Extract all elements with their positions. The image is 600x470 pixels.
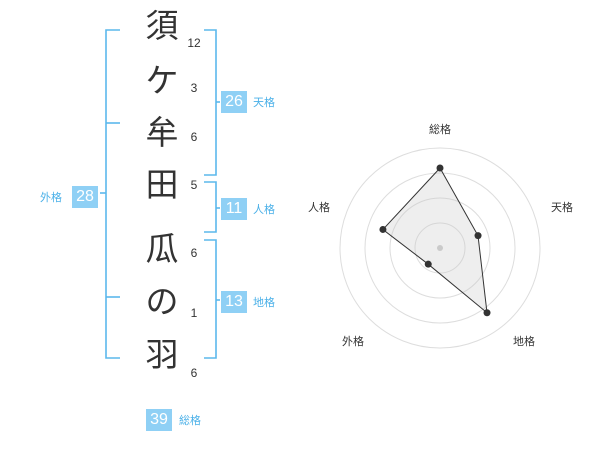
jinkaku-badge: 11	[221, 198, 247, 220]
name-char-1: 須	[145, 6, 179, 45]
radar-point-4	[424, 260, 432, 268]
radar-chart	[339, 147, 541, 349]
radar-axis-label-soukaku: 総格	[429, 124, 451, 136]
stroke-count-1: 12	[187, 36, 201, 50]
soukaku-badge: 39	[146, 409, 172, 431]
gaikaku-bracket	[100, 29, 120, 359]
radar-ring-2	[389, 197, 491, 299]
chikaku-bracket	[204, 239, 220, 359]
name-char-6: の	[145, 282, 179, 321]
jinkaku-label: 人格	[253, 204, 275, 216]
gaikaku-label: 外格	[40, 192, 62, 204]
tenkaku-badge: 26	[221, 91, 247, 113]
radar-point-5	[379, 225, 387, 233]
name-char-2: ケ	[145, 61, 179, 100]
radar-ring-1	[414, 222, 466, 274]
name-char-7: 羽	[145, 335, 179, 374]
stroke-count-3: 6	[190, 130, 198, 144]
stroke-count-5: 6	[190, 246, 198, 260]
name-char-5: 瓜	[145, 229, 179, 268]
chikaku-badge: 13	[221, 291, 247, 313]
radar-point-2	[474, 232, 482, 240]
stroke-count-4: 5	[190, 178, 198, 192]
radar-center	[437, 245, 443, 251]
gaikaku-badge: 28	[72, 186, 98, 208]
name-char-3: 牟	[145, 113, 179, 152]
tenkaku-bracket	[204, 29, 220, 176]
radar-point-3	[483, 309, 491, 317]
radar-ring-4	[339, 147, 541, 349]
soukaku-label: 総格	[179, 415, 201, 427]
radar-series-polygon	[382, 167, 488, 314]
radar-axis-label-chikaku: 地格	[513, 336, 535, 348]
name-char-4: 田	[145, 165, 179, 204]
radar-ring-3	[364, 172, 516, 324]
radar-axis-label-gaikaku: 外格	[342, 336, 364, 348]
radar-point-1	[436, 164, 444, 172]
jinkaku-bracket	[204, 181, 220, 233]
stroke-count-2: 3	[190, 81, 198, 95]
radar-axis-label-jinkaku: 人格	[308, 202, 330, 214]
chikaku-label: 地格	[253, 297, 275, 309]
tenkaku-label: 天格	[253, 97, 275, 109]
stroke-count-7: 6	[190, 366, 198, 380]
stroke-count-6: 1	[190, 306, 198, 320]
radar-axis-label-tenkaku: 天格	[551, 202, 573, 214]
